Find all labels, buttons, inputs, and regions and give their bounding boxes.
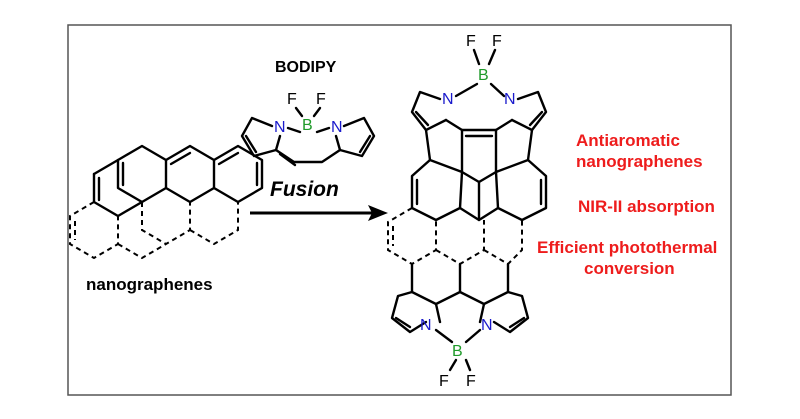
feature-antiaromatic: Antiaromatic bbox=[576, 131, 680, 150]
feature-list: Antiaromatic nanographenes NIR-II absorp… bbox=[537, 131, 717, 278]
fluorine-atom: F bbox=[316, 91, 326, 108]
boron-atom: B bbox=[302, 117, 313, 134]
nitrogen-atom: N bbox=[442, 91, 454, 108]
reaction-arrow bbox=[250, 205, 388, 221]
nanographenes-label: nanographenes bbox=[86, 275, 213, 294]
fluorine-atom: F bbox=[287, 91, 297, 108]
figure-frame bbox=[67, 24, 732, 396]
fluorine-atom: F bbox=[439, 373, 449, 390]
fusion-label: Fusion bbox=[270, 178, 339, 201]
boron-atom: B bbox=[452, 343, 463, 360]
fused-bodipy-nanographene: F F B N N bbox=[387, 33, 548, 390]
bodipy-label: BODIPY bbox=[275, 59, 337, 76]
boron-atom: B bbox=[478, 67, 489, 84]
feature-conversion: conversion bbox=[584, 259, 675, 278]
nanographene-structure bbox=[69, 144, 264, 260]
feature-nir-absorption: NIR-II absorption bbox=[578, 197, 715, 216]
feature-nanographenes: nanographenes bbox=[576, 152, 703, 171]
nitrogen-atom: N bbox=[504, 91, 516, 108]
nitrogen-atom: N bbox=[331, 119, 343, 136]
fluorine-atom: F bbox=[466, 373, 476, 390]
nitrogen-atom: N bbox=[481, 317, 493, 334]
fluorine-atom: F bbox=[492, 33, 502, 50]
fluorine-atom: F bbox=[466, 33, 476, 50]
nitrogen-atom: N bbox=[274, 119, 286, 136]
nitrogen-atom: N bbox=[420, 317, 432, 334]
feature-photothermal: Efficient photothermal bbox=[537, 238, 717, 257]
bodipy-structure: F F B N N bbox=[240, 91, 376, 167]
